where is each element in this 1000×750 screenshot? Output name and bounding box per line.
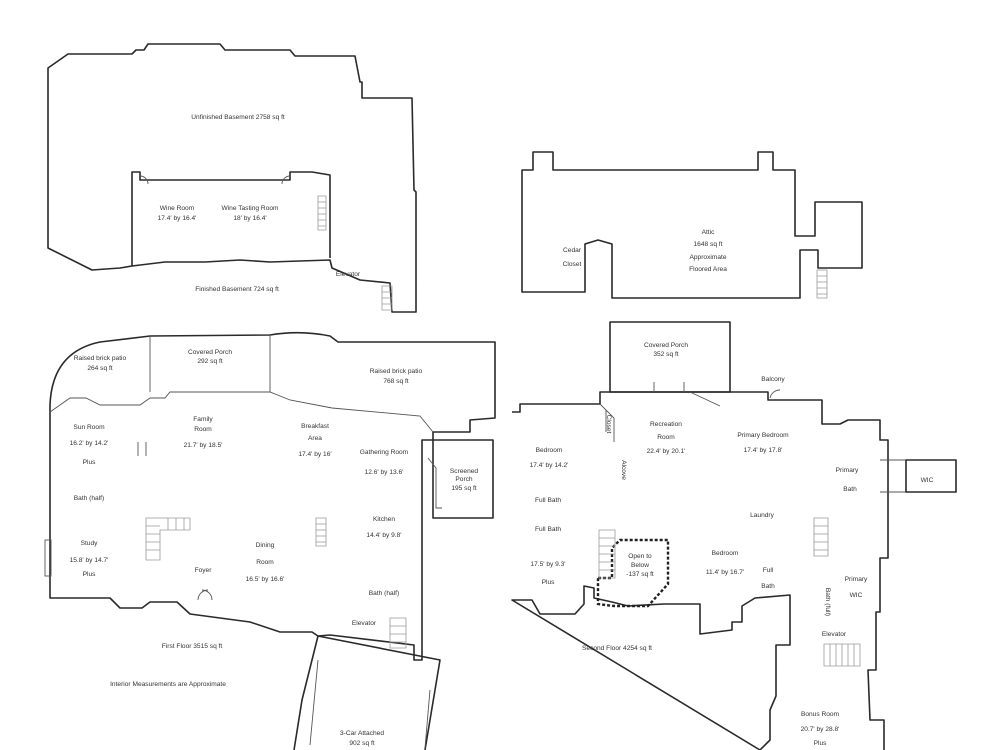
attic-outline: [521, 151, 863, 299]
kitchen-dims: 14.4' by 9.8': [366, 532, 401, 539]
study-name: Study: [81, 540, 99, 547]
bonus-room-dims: 20.7' by 28.8': [801, 726, 840, 733]
attic-approx: Approximate: [689, 254, 726, 261]
unfinished-basement-label: Unfinished Basement 2758 sq ft: [191, 114, 285, 121]
dining-line1: Dining: [256, 542, 275, 549]
bath-half-right-label: Bath (half): [369, 590, 399, 597]
bedroom-2-dims: 11.4' by 16.7': [706, 569, 744, 576]
bonus-room-plus: Plus: [814, 740, 828, 747]
bath-full-vertical-label: Bath (full): [824, 588, 831, 616]
attic-name: Attic: [702, 229, 716, 236]
foyer-label: Foyer: [195, 567, 213, 574]
study-plus: Plus: [83, 571, 97, 578]
kitchen-name: Kitchen: [373, 516, 395, 523]
gathering-room-dims: 12.6' by 13.6': [365, 469, 404, 476]
screened-porch-area: 195 sq ft: [451, 485, 476, 492]
alcove-label: Alcove: [620, 460, 627, 480]
open-to-below-line1: Open to: [628, 553, 652, 560]
primary-bedroom-dims: 17.4' by 17.8': [744, 447, 783, 454]
sun-room-dims: 16.2' by 14.2': [70, 440, 109, 447]
bath-half-left-label: Bath (half): [74, 495, 104, 502]
sun-room-plus: Plus: [83, 459, 97, 466]
covered-porch-name: Covered Porch: [188, 349, 232, 356]
balcony-label: Balcony: [761, 376, 785, 383]
second-covered-porch-area: 352 sq ft: [653, 351, 678, 358]
study-dims: 15.8' by 14.7': [70, 557, 109, 564]
screened-porch-outline: [432, 439, 494, 519]
raised-patio-right-name: Raised brick patio: [370, 368, 423, 375]
screened-porch-line2: Porch: [455, 476, 473, 483]
bedroom-3-plus: Plus: [542, 579, 556, 586]
primary-wic-line1: Primary: [845, 576, 868, 583]
full-bath-3-line1: Full: [763, 567, 774, 574]
second-floor-elevator-label: Elevator: [822, 631, 847, 638]
family-room-line2: Room: [194, 426, 212, 433]
family-room-dims: 21.7' by 18.5': [184, 442, 223, 449]
wic-label: WIC: [921, 477, 934, 484]
raised-patio-right-area: 768 sq ft: [383, 378, 408, 385]
wine-room-dims: 17.4' by 16.4': [158, 215, 197, 222]
second-floor-outline: [511, 391, 889, 750]
cedar-closet-line2: Closet: [563, 261, 582, 268]
garage-area: 902 sq ft: [349, 740, 374, 747]
wic-outline: [905, 459, 957, 493]
family-room-line1: Family: [193, 416, 213, 423]
dining-dims: 16.5' by 16.6': [246, 576, 285, 583]
second-covered-porch-name: Covered Porch: [644, 342, 688, 349]
gathering-room-name: Gathering Room: [360, 449, 409, 456]
bonus-room-name: Bonus Room: [801, 711, 840, 718]
measurements-note: Interior Measurements are Approximate: [110, 681, 226, 688]
wine-tasting-room-dims: 18' by 16.4': [233, 215, 266, 222]
bedroom-1-dims: 17.4' by 14.2': [530, 462, 569, 469]
garage-name: 3-Car Attached: [340, 730, 384, 737]
screened-porch-line1: Screened: [450, 468, 479, 475]
breakfast-dims: 17.4' by 16': [298, 451, 331, 458]
laundry-label: Laundry: [750, 512, 775, 519]
full-bath-3-line2: Bath: [761, 583, 775, 590]
primary-bath-line1: Primary: [836, 467, 859, 474]
primary-bath-line2: Bath: [843, 486, 857, 493]
first-floor-outline: [49, 331, 496, 661]
closet-label: Closet: [605, 415, 612, 434]
breakfast-line2: Area: [308, 435, 322, 442]
basement-elevator-label: Elevator: [336, 271, 361, 278]
recreation-room-line1: Recreation: [650, 421, 682, 428]
attic-area: 1648 sq ft: [694, 241, 723, 248]
finished-basement-label: Finished Basement 724 sq ft: [195, 286, 279, 293]
open-to-below-area: -137 sq ft: [626, 571, 654, 578]
second-floor-plan: Covered Porch 352 sq ft Balcony Closet A…: [511, 321, 957, 750]
basement-plan: Unfinished Basement 2758 sq ft Wine Room…: [47, 43, 417, 313]
cedar-closet-line1: Cedar: [563, 247, 582, 254]
open-to-below-line2: Below: [631, 562, 649, 569]
garage-outline: [293, 635, 441, 750]
wine-tasting-room-name: Wine Tasting Room: [221, 205, 279, 212]
sun-room-name: Sun Room: [73, 424, 105, 431]
full-bath-2-label: Full Bath: [535, 526, 561, 533]
bedroom-2-name: Bedroom: [712, 550, 739, 557]
covered-porch-area: 292 sq ft: [197, 358, 222, 365]
first-floor-total: First Floor 3515 sq ft: [162, 643, 223, 650]
first-floor-elevator-label: Elevator: [352, 620, 377, 627]
attic-floored-area: Floored Area: [689, 266, 727, 273]
second-floor-total: Second Floor 4254 sq ft: [582, 645, 652, 652]
raised-patio-left-area: 264 sq ft: [87, 365, 112, 372]
open-to-below-outline: [596, 538, 670, 608]
basement-outline: [47, 43, 417, 313]
breakfast-line1: Breakfast: [301, 423, 329, 430]
full-bath-1-label: Full Bath: [535, 497, 561, 504]
first-floor-plan: Raised brick patio 264 sq ft Covered Por…: [44, 331, 496, 750]
recreation-room-dims: 22.4' by 20.1': [647, 448, 686, 455]
recreation-room-line2: Room: [657, 434, 675, 441]
wine-room-name: Wine Room: [160, 205, 195, 212]
primary-bedroom-name: Primary Bedroom: [737, 432, 789, 439]
dining-line2: Room: [256, 559, 274, 566]
bedroom-1-name: Bedroom: [536, 447, 563, 454]
attic-plan: Cedar Closet Attic 1648 sq ft Approximat…: [521, 151, 863, 299]
primary-wic-line2: WIC: [850, 592, 863, 599]
finished-basement-outline: [131, 171, 331, 266]
bedroom-3-dims: 17.5' by 9.3': [530, 561, 565, 568]
raised-patio-left-name: Raised brick patio: [74, 355, 127, 362]
